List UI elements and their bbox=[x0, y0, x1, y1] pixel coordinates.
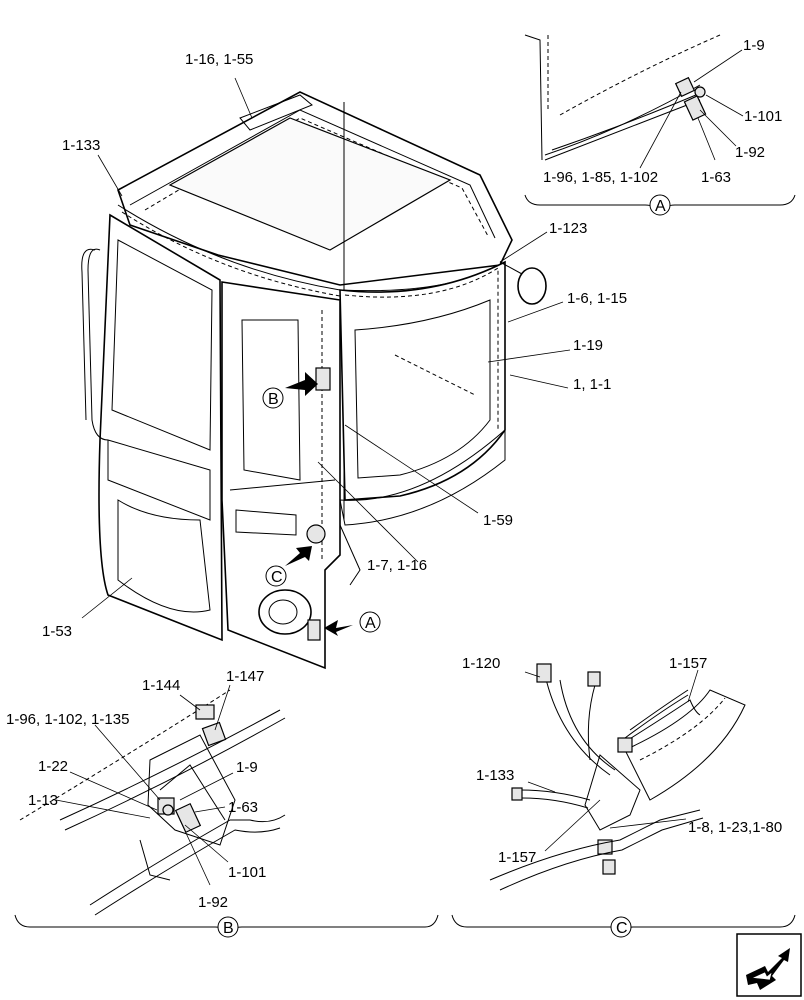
detail-a-callout-1-96-1-85-1-102: 1-96, 1-85, 1-102 bbox=[543, 169, 658, 186]
callout-1-1-1: 1, 1-1 bbox=[573, 376, 611, 393]
callout-1-16-1-55: 1-16, 1-55 bbox=[185, 51, 253, 68]
detail-b-view bbox=[14, 684, 439, 938]
callout-1-59: 1-59 bbox=[483, 512, 513, 529]
main-leaders bbox=[81, 77, 571, 619]
callout-1-6-1-15: 1-6, 1-15 bbox=[567, 290, 627, 307]
detail-c-callout-1-8-1-23-1-80: 1-8, 1-23,1-80 bbox=[688, 819, 782, 836]
detail-b-callout-1-22: 1-22 bbox=[38, 758, 68, 775]
callout-1-133: 1-133 bbox=[62, 137, 100, 154]
arrow-b-icon bbox=[285, 372, 318, 396]
detail-a-callout-1-9: 1-9 bbox=[743, 37, 765, 54]
detail-a-label: A bbox=[655, 198, 666, 215]
detail-a-callout-1-63: 1-63 bbox=[701, 169, 731, 186]
detail-b-callout-1-92: 1-92 bbox=[198, 894, 228, 911]
view-arrows bbox=[262, 372, 381, 636]
detail-a-callout-1-101: 1-101 bbox=[744, 108, 782, 125]
next-page-arrow-icon[interactable] bbox=[736, 933, 802, 997]
detail-b-callout-1-63: 1-63 bbox=[228, 799, 258, 816]
detail-c-view bbox=[451, 663, 796, 938]
detail-b-callout-1-144: 1-144 bbox=[142, 677, 180, 694]
arrow-c-icon bbox=[285, 546, 312, 566]
view-marker-c: C bbox=[271, 569, 283, 586]
detail-c-label: C bbox=[616, 920, 628, 937]
detail-c-callout-1-133: 1-133 bbox=[476, 767, 514, 784]
detail-b-callout-1-147: 1-147 bbox=[226, 668, 264, 685]
detail-a-view bbox=[524, 34, 796, 216]
callout-1-123: 1-123 bbox=[549, 220, 587, 237]
view-marker-b: B bbox=[268, 391, 279, 408]
callout-1-53: 1-53 bbox=[42, 623, 72, 640]
callout-1-19: 1-19 bbox=[573, 337, 603, 354]
detail-b-callout-1-9: 1-9 bbox=[236, 759, 258, 776]
cab-main-view bbox=[81, 91, 547, 670]
callout-1-7-1-16: 1-7, 1-16 bbox=[367, 557, 427, 574]
view-marker-a: A bbox=[365, 615, 376, 632]
detail-c-callout-1-157-top: 1-157 bbox=[669, 655, 707, 672]
detail-c-callout-1-120: 1-120 bbox=[462, 655, 500, 672]
detail-b-label: B bbox=[223, 920, 234, 937]
detail-a-callout-1-92: 1-92 bbox=[735, 144, 765, 161]
detail-b-callout-1-96-1-102-1-135: 1-96, 1-102, 1-135 bbox=[6, 711, 129, 728]
arrow-a-icon bbox=[324, 620, 353, 636]
detail-b-callout-1-101: 1-101 bbox=[228, 864, 266, 881]
detail-b-callout-1-13: 1-13 bbox=[28, 792, 58, 809]
detail-c-callout-1-157-bottom: 1-157 bbox=[498, 849, 536, 866]
